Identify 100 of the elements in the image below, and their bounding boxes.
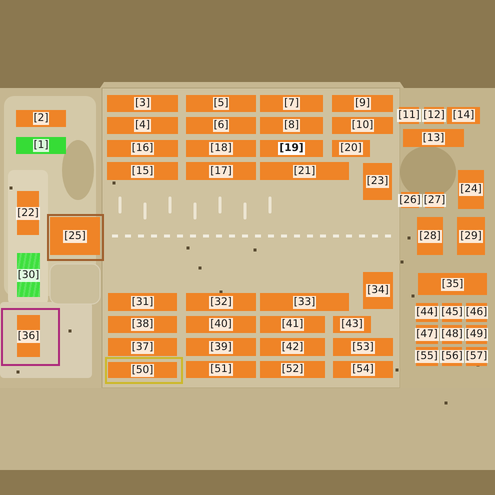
fuse-number: [41] xyxy=(280,318,304,331)
highlight-frame xyxy=(1,308,60,366)
fuse-slot xyxy=(16,110,66,127)
fuse-number: [33] xyxy=(292,296,316,308)
fuse-slot xyxy=(108,362,177,378)
fuse-number: [4] xyxy=(134,119,151,132)
fuse-slot xyxy=(363,163,392,200)
fuse-number: [7] xyxy=(283,97,300,110)
fuse-slot xyxy=(260,338,325,356)
fuse-number: [45] xyxy=(440,306,464,319)
fuse-slot xyxy=(442,347,462,366)
fuse-number: [50] xyxy=(130,364,154,376)
fuse-slot xyxy=(186,95,256,112)
fuse-slot xyxy=(332,140,370,157)
fuse-number: [17] xyxy=(209,164,233,178)
fuse-slot xyxy=(401,192,419,208)
fuse-number: [26] xyxy=(398,194,422,206)
fuse-number: [56] xyxy=(440,350,464,363)
fuse-number: [16] xyxy=(130,142,154,155)
fuse-number: [28] xyxy=(418,230,442,242)
fuse-slot xyxy=(260,361,325,378)
fuse-number: [12] xyxy=(422,109,446,122)
fuse-number: [57] xyxy=(464,350,488,363)
fuse-slot xyxy=(447,107,480,124)
fuse-number: [27] xyxy=(422,194,446,206)
fuse-number: [10] xyxy=(350,119,374,132)
fuse-slot xyxy=(417,217,443,255)
fuse-number: [5] xyxy=(212,97,230,110)
fuse-number: [53] xyxy=(351,340,375,354)
fuse-number: [22] xyxy=(16,206,40,220)
fuse-slot xyxy=(466,303,487,322)
fuse-number: [48] xyxy=(440,328,464,341)
highlight-frame xyxy=(105,357,183,384)
fuse-number: [40] xyxy=(209,318,233,331)
fuse-slot xyxy=(260,117,323,134)
fuse-slot xyxy=(425,192,444,208)
fuse-number: [15] xyxy=(130,164,154,178)
fuse-number: [31] xyxy=(130,296,154,308)
fuse-number: [18] xyxy=(209,142,233,155)
fuse-slot xyxy=(186,361,256,378)
fuse-number: [20] xyxy=(339,142,363,155)
fuse-number: [8] xyxy=(283,119,300,132)
fuse-number: [6] xyxy=(212,119,230,132)
fuse-number: [21] xyxy=(292,164,316,178)
fuse-slot xyxy=(457,217,485,255)
fuse-number: [55] xyxy=(415,350,439,363)
fuse-slot xyxy=(107,140,178,157)
fuse-number: [51] xyxy=(209,363,233,376)
fuse-number: [49] xyxy=(464,328,488,341)
fuse-slot xyxy=(332,95,393,112)
fuse-number: [1] xyxy=(32,139,50,152)
fuse-slot xyxy=(442,325,462,344)
fuse-number: [37] xyxy=(130,340,154,354)
fuse-number: [13] xyxy=(422,132,446,144)
fuse-number: [23] xyxy=(366,175,390,188)
fuse-number: [3] xyxy=(134,97,151,110)
fuse-number: [39] xyxy=(209,340,233,354)
fuse-slot xyxy=(108,293,177,311)
fuse-number: [47] xyxy=(415,328,439,341)
fuse-slot xyxy=(260,293,349,311)
fuse-slot xyxy=(333,338,393,356)
fuse-slot xyxy=(363,272,393,309)
fuse-slot xyxy=(186,338,256,356)
fuse-number: [42] xyxy=(280,340,304,354)
fuse-slot xyxy=(416,325,438,344)
fuse-number: [11] xyxy=(397,109,421,122)
fuse-slot xyxy=(442,303,462,322)
fuse-slot xyxy=(17,191,39,235)
fuse-slot xyxy=(107,95,178,112)
fuse-slot xyxy=(108,316,177,333)
fuse-number: [14] xyxy=(452,109,476,122)
fuse-number: [24] xyxy=(459,183,483,196)
fuse-slot xyxy=(186,316,256,333)
fuse-number: [32] xyxy=(209,296,233,308)
fuse-slot xyxy=(107,162,178,180)
highlight-frame xyxy=(47,214,104,261)
fuse-slot xyxy=(416,347,438,366)
fuse-slot xyxy=(332,117,393,134)
fuse-number: [36] xyxy=(16,330,40,342)
fuse-slot xyxy=(466,325,487,344)
fuse-number: [38] xyxy=(130,318,154,331)
fuse-number: [29] xyxy=(459,230,483,242)
fuse-slot xyxy=(418,273,487,295)
fuse-slot xyxy=(333,361,393,378)
fuse-number: [34] xyxy=(366,284,390,297)
fuse-number: [35] xyxy=(440,278,464,290)
fuse-slot xyxy=(466,347,487,366)
fuse-slot xyxy=(186,117,256,134)
fuse-slot xyxy=(416,303,438,322)
fuse-slot xyxy=(260,316,325,333)
fuse-number: [44] xyxy=(415,306,439,319)
fuse-slot xyxy=(333,316,371,333)
fuse-slot xyxy=(16,137,66,154)
fuse-number: [30] xyxy=(16,268,40,282)
fuse-slot xyxy=(186,140,256,157)
fuse-slot xyxy=(50,217,100,255)
fuse-number: [46] xyxy=(464,306,488,319)
fuse-number: [52] xyxy=(280,363,304,376)
fuse-slot xyxy=(458,170,484,209)
fuse-number: [9] xyxy=(354,97,371,110)
